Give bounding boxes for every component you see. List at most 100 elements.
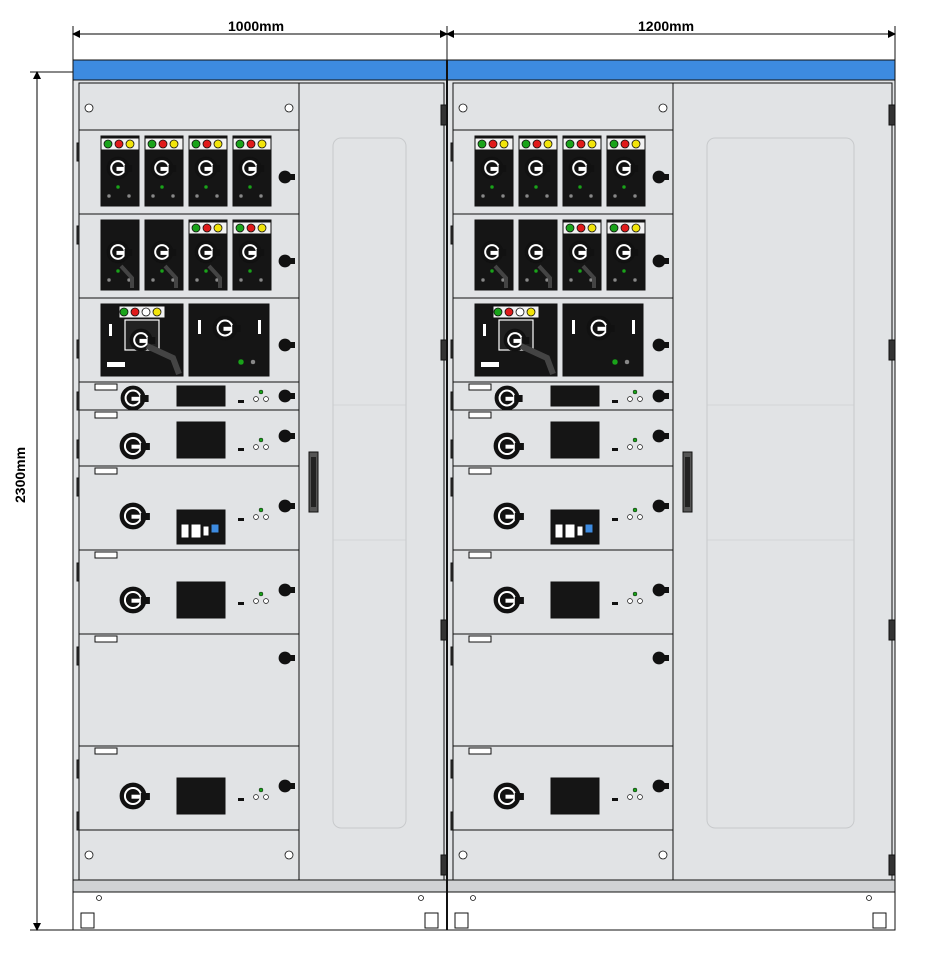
led-red-icon xyxy=(576,139,586,149)
drawer-row-1 xyxy=(452,129,674,215)
handle-lever xyxy=(256,249,265,256)
pushbutton-stem xyxy=(289,783,295,789)
led-yellow-icon xyxy=(631,223,641,233)
label-holder xyxy=(94,411,118,419)
status-led-icon xyxy=(258,389,264,395)
breaker-screw-icon xyxy=(250,359,256,365)
handle-bar xyxy=(131,794,148,799)
handle-bar xyxy=(490,166,505,171)
handle-bar xyxy=(505,444,522,449)
handle-bar xyxy=(160,250,175,255)
breaker-cable xyxy=(519,343,556,376)
meter-display xyxy=(550,421,600,459)
door-hinge-icon xyxy=(888,854,896,876)
drawer-row-4 xyxy=(78,381,300,411)
handle-lever xyxy=(140,513,150,520)
relay-terminal xyxy=(554,523,564,539)
mcc-module-led xyxy=(562,135,602,207)
mcc-screw-icon xyxy=(500,193,506,199)
breaker-label xyxy=(481,362,499,367)
drawer-row-3 xyxy=(78,297,300,383)
breaker-body xyxy=(188,303,270,377)
relay-terminal xyxy=(564,523,576,539)
mcc-screw-icon xyxy=(612,277,618,283)
breaker-marker xyxy=(483,324,486,336)
handle-lever xyxy=(514,395,523,402)
mcc-status-led-icon xyxy=(203,268,209,274)
handle-lever xyxy=(212,165,221,172)
pushbutton-stem xyxy=(289,433,295,439)
handle-lever xyxy=(630,165,639,172)
handle-lever xyxy=(542,249,551,256)
label-holder xyxy=(468,747,492,755)
led-red-icon xyxy=(620,139,630,149)
cabinet-roof xyxy=(446,59,896,81)
pushbutton-stem xyxy=(663,655,669,661)
led-yellow-icon xyxy=(213,223,223,233)
mcc-screw-icon xyxy=(480,193,486,199)
handle-bar xyxy=(248,166,263,171)
test-socket-icon xyxy=(627,396,633,402)
handle-lever xyxy=(168,249,177,256)
mcc-status-led-icon xyxy=(115,268,121,274)
led-red-icon xyxy=(488,139,498,149)
plinth-screw-icon xyxy=(470,895,476,901)
cable-lever xyxy=(119,264,134,288)
mcc-screw-icon xyxy=(480,277,486,283)
test-socket-icon xyxy=(253,396,259,402)
breaker-cable xyxy=(145,343,182,376)
mcc-screw-icon xyxy=(568,277,574,283)
handle-bar xyxy=(131,396,147,401)
drawer-row-6 xyxy=(452,465,674,551)
door-hinge-icon xyxy=(888,619,896,641)
pushbutton-stem xyxy=(289,503,295,509)
drawer-front xyxy=(452,633,674,747)
mcc-screw-icon xyxy=(126,193,132,199)
drawer-front xyxy=(78,633,300,747)
led-red-icon xyxy=(202,223,212,233)
test-socket-icon xyxy=(637,396,643,402)
width-dimension-left: 1000mm xyxy=(228,18,285,34)
led-red-icon xyxy=(620,223,630,233)
test-socket-icon xyxy=(263,396,269,402)
mcc-status-led-icon xyxy=(115,184,121,190)
screw-icon xyxy=(458,850,468,860)
pushbutton-stem xyxy=(289,258,295,264)
cabinet-roof xyxy=(72,59,448,81)
test-socket-icon xyxy=(627,598,633,604)
screw-icon xyxy=(658,103,668,113)
mcc-screw-icon xyxy=(194,277,200,283)
label-holder xyxy=(468,551,492,559)
led-red-icon xyxy=(114,139,124,149)
cable-lever xyxy=(207,264,222,288)
handle-bar xyxy=(160,166,175,171)
key-slot-icon xyxy=(238,518,244,521)
mcc-module-led xyxy=(474,135,514,207)
mcc-module-led xyxy=(562,219,602,291)
led-yellow-icon xyxy=(587,139,597,149)
mcc-status-led-icon xyxy=(159,184,165,190)
led-green-icon xyxy=(103,139,113,149)
cabinet-base-rail xyxy=(446,879,896,893)
status-led-icon xyxy=(632,507,638,513)
screw-icon xyxy=(458,103,468,113)
key-slot-icon xyxy=(612,602,618,605)
handle-lever xyxy=(630,249,639,256)
drawer-row-4 xyxy=(452,381,674,411)
mcc-screw-icon xyxy=(588,193,594,199)
relay-indicator xyxy=(584,523,594,534)
mcc-module-led xyxy=(232,135,272,207)
handle-bar xyxy=(131,598,148,603)
mcc-screw-icon xyxy=(632,277,638,283)
plinth-foot xyxy=(872,912,887,929)
pushbutton-stem xyxy=(289,342,295,348)
meter-display xyxy=(550,385,600,407)
test-socket-icon xyxy=(253,598,259,604)
led-yellow-icon xyxy=(152,307,162,317)
test-socket-icon xyxy=(627,514,633,520)
breaker-body xyxy=(562,303,644,377)
test-socket-icon xyxy=(263,598,269,604)
handle-bar xyxy=(505,396,521,401)
led-yellow-icon xyxy=(169,139,179,149)
meter-display xyxy=(550,777,600,815)
